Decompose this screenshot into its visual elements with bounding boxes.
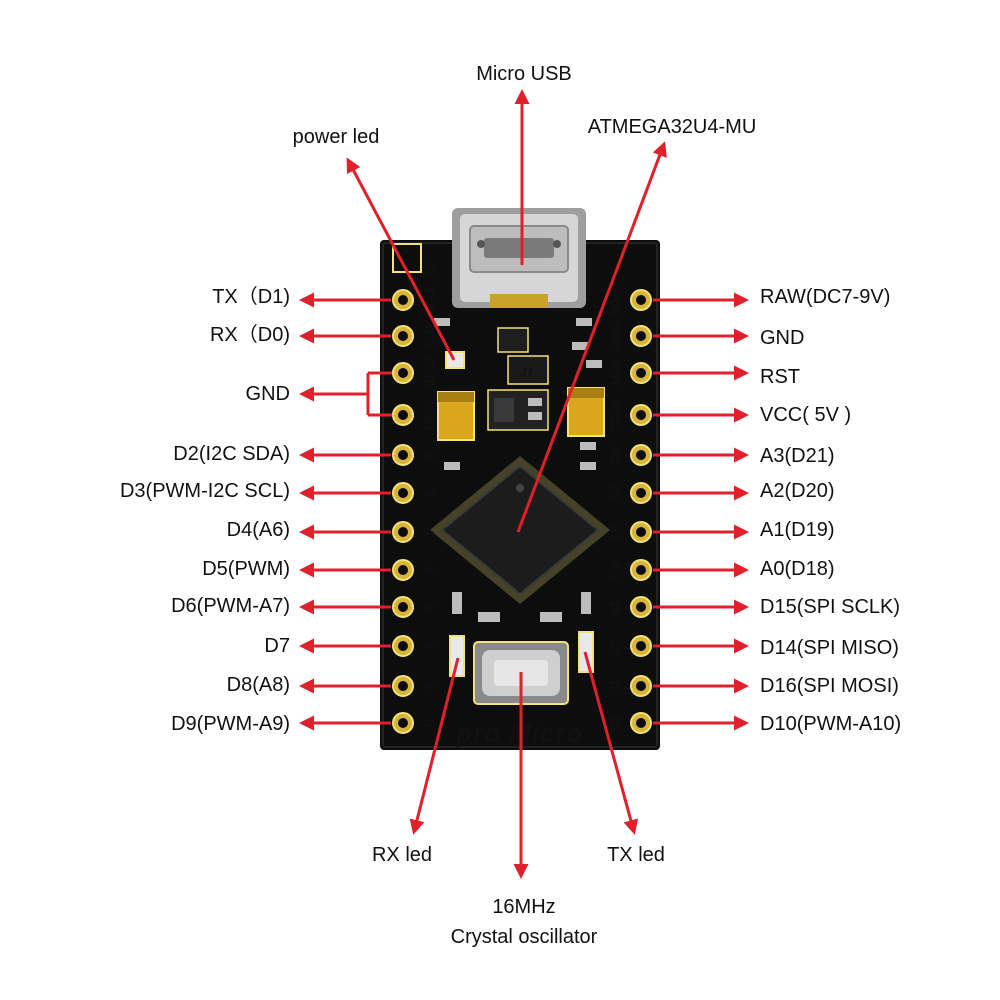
silk-left-5: 3 — [421, 489, 437, 497]
silk-left-1: RXI — [421, 324, 437, 347]
pin-hole-right-5 — [636, 488, 646, 498]
silk-left-2: GND — [421, 357, 437, 388]
silk-left-4: 2 — [421, 451, 437, 459]
j1-label: J1 — [423, 262, 439, 278]
label-right-3: VCC( 5V ) — [760, 404, 851, 426]
pin-hole-right-1 — [636, 331, 646, 341]
pin-hole-right-0 — [636, 295, 646, 305]
label-left-6: D4(A6) — [227, 519, 290, 541]
label-left-5: D3(PWM-I2C SCL) — [120, 480, 290, 502]
silk-right-6: A1 — [607, 523, 623, 541]
micro-usb-connector — [452, 208, 586, 308]
silk-right-2: RST — [607, 359, 623, 387]
svg-text:J7: J7 — [520, 366, 534, 380]
silk-right-1: GND — [607, 320, 623, 351]
label-mcu: ATMEGA32U4-MU — [588, 116, 757, 138]
label-left-10: D8(A8) — [227, 674, 290, 696]
pin-hole-left-2 — [398, 368, 408, 378]
pin-hole-left-6 — [398, 527, 408, 537]
silk-right-4: A3 — [607, 446, 623, 464]
silk-right-3: VCC — [607, 400, 623, 430]
pin-hole-left-7 — [398, 565, 408, 575]
label-crystal-name: Crystal oscillator — [451, 926, 598, 948]
label-right-9: D14(SPI MISO) — [760, 637, 899, 659]
pin-hole-right-2 — [636, 368, 646, 378]
label-left-0: TX（D1) — [212, 285, 290, 308]
label-right-4: A3(D21) — [760, 445, 834, 467]
pin-hole-right-11 — [636, 718, 646, 728]
label-left-4: D2(I2C SDA) — [173, 443, 290, 465]
silk-right-10: 16 — [607, 678, 623, 694]
label-right-1: GND — [760, 327, 804, 349]
silk-right-11: 10 — [607, 715, 623, 731]
silk-right-9: 14 — [607, 638, 623, 654]
label-right-6: A1(D19) — [760, 519, 834, 541]
label-right-0: RAW(DC7-9V) — [760, 286, 890, 308]
silk-left-6: 4 — [421, 528, 437, 536]
pin-hole-left-10 — [398, 681, 408, 691]
pin-hole-right-10 — [636, 681, 646, 691]
label-crystal-freq: 16MHz — [492, 896, 555, 918]
label-tx-led: TX led — [607, 844, 665, 866]
pin-hole-left-4 — [398, 450, 408, 460]
label-left-11: D9(PWM-A9) — [171, 713, 290, 735]
silk-left-8: 6 — [421, 603, 437, 611]
silk-right-0: RAW — [607, 284, 623, 317]
pin-hole-right-3 — [636, 410, 646, 420]
pin-hole-left-11 — [398, 718, 408, 728]
label-rx-led: RX led — [372, 844, 432, 866]
pin-hole-left-8 — [398, 602, 408, 612]
pin-hole-left-3 — [398, 410, 408, 420]
pin-hole-left-5 — [398, 488, 408, 498]
label-left-9: D7 — [264, 635, 290, 657]
label-right-5: A2(D20) — [760, 480, 834, 502]
rx-led-arrow — [409, 657, 460, 835]
tx-led-arrow — [583, 651, 639, 835]
silk-right-5: A2 — [607, 484, 623, 502]
label-right-7: A0(D18) — [760, 558, 834, 580]
label-left-1: RX（D0) — [210, 323, 290, 346]
board-name: pro Micro — [455, 718, 583, 748]
label-right-10: D16(SPI MOSI) — [760, 675, 899, 697]
silk-right-8: 15 — [607, 599, 623, 615]
right-pin-header: RAW RAW(DC7-9V) GND GND RST RST VCC VCC( 5V ) A3… — [607, 284, 901, 735]
power-led-arrow — [346, 157, 456, 361]
silk-left-7: 5 — [421, 566, 437, 574]
label-left-7: D5(PWM) — [202, 558, 290, 580]
pin-hole-right-7 — [636, 565, 646, 575]
mcu-arrow — [516, 141, 667, 533]
label-right-11: D10(PWM-A10) — [760, 713, 901, 735]
label-micro-usb: Micro USB — [476, 63, 572, 85]
silk-left-3: GND — [421, 399, 437, 430]
silk-left-9: 7 — [421, 642, 437, 650]
pin-hole-right-8 — [636, 602, 646, 612]
silk-right-7: A0 — [607, 561, 623, 579]
label-left-2: GND — [246, 383, 290, 405]
pin-hole-left-0 — [398, 295, 408, 305]
silk-left-10: 8 — [421, 682, 437, 690]
smd-components: J7 — [434, 318, 605, 622]
pin-hole-left-9 — [398, 641, 408, 651]
pin-hole-left-1 — [398, 331, 408, 341]
label-power-led: power led — [293, 126, 380, 148]
silk-left-11: 9 — [421, 719, 437, 727]
label-right-2: RST — [760, 366, 800, 388]
pin-hole-right-9 — [636, 641, 646, 651]
rx-led — [449, 635, 465, 677]
pin-hole-right-6 — [636, 527, 646, 537]
label-right-8: D15(SPI SCLK) — [760, 596, 900, 618]
label-left-8: D6(PWM-A7) — [171, 595, 290, 617]
pin-hole-right-4 — [636, 450, 646, 460]
power-led — [445, 351, 465, 369]
